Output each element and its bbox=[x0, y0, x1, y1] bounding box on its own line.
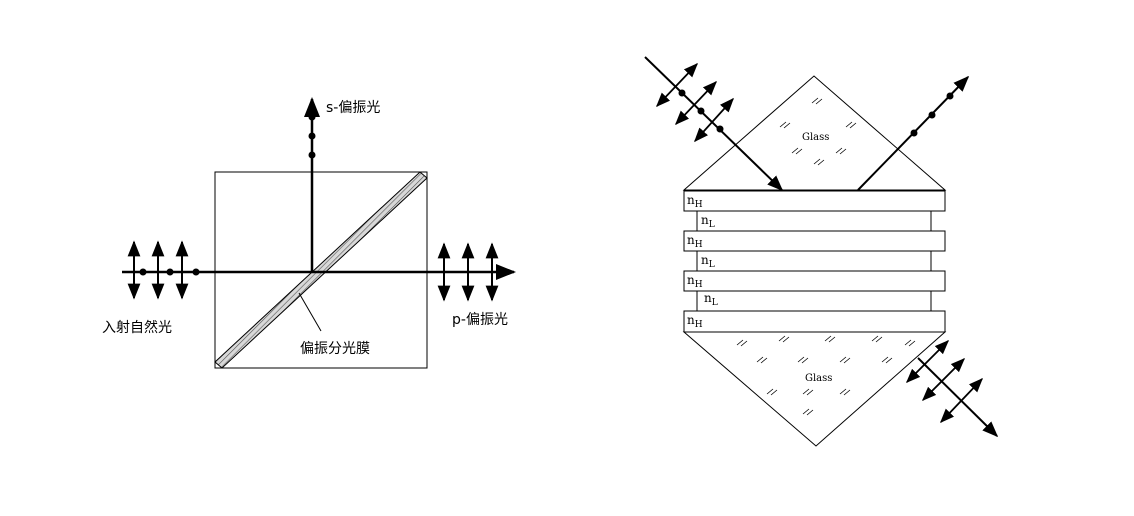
incident-light-label: 入射自然光 bbox=[102, 320, 172, 336]
s-polarized-label: s-偏振光 bbox=[326, 100, 381, 116]
polarizing-film bbox=[214, 171, 428, 369]
polarizing-film-label: 偏振分光膜 bbox=[300, 341, 370, 357]
layer-label-nh: nH bbox=[687, 193, 703, 210]
s-polarized-beam bbox=[304, 97, 320, 272]
glass-label-bottom: Glass bbox=[805, 373, 833, 384]
incident-beam bbox=[122, 240, 312, 300]
layer-label-nh: nH bbox=[687, 273, 703, 290]
incoming-beam-right bbox=[644, 56, 784, 192]
film-leader-line bbox=[298, 292, 322, 332]
glass-texture-top bbox=[779, 97, 857, 166]
glass-label-top: Glass bbox=[802, 132, 830, 143]
layer-label-nl: nL bbox=[701, 253, 715, 270]
glass-texture-bottom bbox=[736, 335, 916, 416]
layer-label-nh: nH bbox=[687, 233, 703, 250]
top-glass-prism bbox=[682, 75, 947, 191]
p-polarized-beam bbox=[312, 242, 516, 302]
thin-film-stack bbox=[683, 190, 946, 333]
layer-label-nl: nL bbox=[701, 213, 715, 230]
transmitted-p-beam-right bbox=[905, 339, 999, 438]
reflected-s-beam-right bbox=[857, 75, 970, 191]
pbs-cube bbox=[214, 171, 428, 369]
bottom-glass-prism bbox=[682, 331, 947, 447]
layer-label-nl: nL bbox=[704, 291, 718, 308]
layer-label-nh: nH bbox=[687, 313, 703, 330]
p-polarized-label: p-偏振光 bbox=[452, 312, 508, 328]
